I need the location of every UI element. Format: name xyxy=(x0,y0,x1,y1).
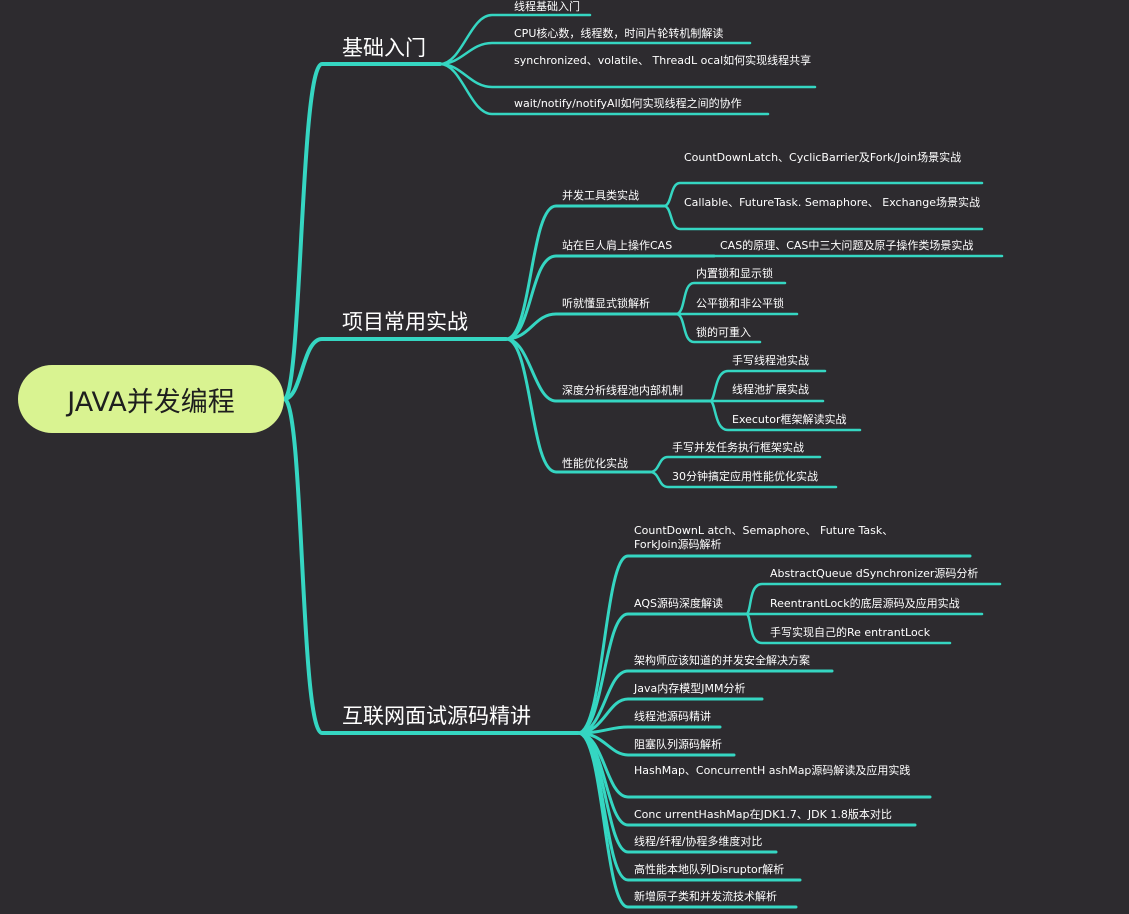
connector-b2-sub-2 xyxy=(504,254,716,341)
connector-aqs-leaf-3 xyxy=(744,612,952,645)
b2-4-leaf-1[interactable]: 手写线程池实战 xyxy=(732,354,809,367)
connector-root-b2 xyxy=(282,337,508,401)
connector-root-b3 xyxy=(282,397,580,735)
connector-b2-3-leaf-3 xyxy=(674,312,762,344)
b1-item-2[interactable]: CPU核心数，线程数，时间片轮转机制解读 xyxy=(514,27,724,40)
connector-b3-item-2 xyxy=(576,612,748,735)
b3-item-4[interactable]: Java内存模型JMM分析 xyxy=(634,682,746,695)
b2-2-leaf-1[interactable]: CAS的原理、CAS中三大问题及原子操作类场景实战 xyxy=(720,239,974,252)
b2-sub-4-label[interactable]: 深度分析线程池内部机制 xyxy=(562,384,683,397)
b2-5-leaf-2[interactable]: 30分钟搞定应用性能优化实战 xyxy=(672,470,818,483)
branch-projects-label[interactable]: 项目常用实战 xyxy=(342,310,468,334)
branch-interview-label[interactable]: 互联网面试源码精讲 xyxy=(342,704,531,728)
root-node[interactable]: JAVA并发编程 xyxy=(18,365,284,433)
connector-b3-item-1 xyxy=(576,554,972,735)
connector-b2-4-leaf-3 xyxy=(708,399,862,432)
b2-sub-5-label[interactable]: 性能优化实战 xyxy=(562,457,628,470)
connector-b2-sub-3 xyxy=(504,312,678,341)
connector-b2-5-leaf-2 xyxy=(648,470,838,489)
b3-item-2[interactable]: AQS源码深度解读 xyxy=(634,597,723,610)
b2-sub-2-label[interactable]: 站在巨人肩上操作CAS xyxy=(562,239,673,252)
b3-item-9[interactable]: 线程/纤程/协程多维度对比 xyxy=(634,835,763,848)
branch-basics-label[interactable]: 基础入门 xyxy=(342,36,426,60)
b2-1-leaf-1[interactable]: CountDownLatch、CyclicBarrier及Fork/Join场景… xyxy=(684,151,962,164)
b2-3-leaf-3[interactable]: 锁的可重入 xyxy=(696,326,751,339)
b1-item-1[interactable]: 线程基础入门 xyxy=(514,0,580,13)
connector-b2-sub-1 xyxy=(504,204,666,341)
b3-item-11[interactable]: 新增原子类和并发流技术解析 xyxy=(634,890,777,903)
b2-3-leaf-1[interactable]: 内置锁和显示锁 xyxy=(696,267,773,280)
aqs-leaf-2[interactable]: ReentrantLock的底层源码及应用实战 xyxy=(770,597,960,610)
root-label: JAVA并发编程 xyxy=(67,386,235,418)
b2-4-leaf-2[interactable]: 线程池扩展实战 xyxy=(732,383,809,396)
connector-b1-item-2 xyxy=(438,41,752,66)
b2-1-leaf-2[interactable]: Callable、FutureTask. Semaphore、 Exchange… xyxy=(684,196,981,209)
b2-sub-1-label[interactable]: 并发工具类实战 xyxy=(562,189,639,202)
b2-3-leaf-2[interactable]: 公平锁和非公平锁 xyxy=(696,297,784,310)
b3-item-5[interactable]: 线程池源码精讲 xyxy=(634,710,711,723)
b3-item-1[interactable]: CountDownL atch、Semaphore、 Future Task、F… xyxy=(634,524,894,552)
connector-b3-item-11 xyxy=(576,731,798,909)
b3-item-3[interactable]: 架构师应该知道的并发安全解决方案 xyxy=(634,654,810,667)
connector-b1-item-4 xyxy=(438,62,770,116)
connector-b2-sub-5 xyxy=(504,337,652,474)
b3-item-7[interactable]: HashMap、ConcurrentH ashMap源码解读及应用实践 xyxy=(634,764,911,777)
b2-sub-3-label[interactable]: 听就懂显式锁解析 xyxy=(562,297,650,310)
b3-item-6[interactable]: 阻塞队列源码解析 xyxy=(634,738,722,751)
b1-item-3[interactable]: synchronized、volatile、 ThreadL ocal如何实现线… xyxy=(514,54,812,67)
connector-b2-1-leaf-1 xyxy=(662,181,984,208)
b3-item-8[interactable]: Conc urrentHashMap在JDK1.7、JDK 1.8版本对比 xyxy=(634,808,892,821)
b1-item-4[interactable]: wait/notify/notifyAll如何实现线程之间的协作 xyxy=(514,97,742,110)
b2-5-leaf-1[interactable]: 手写并发任务执行框架实战 xyxy=(672,441,804,454)
aqs-leaf-3[interactable]: 手写实现自己的Re entrantLock xyxy=(770,626,931,639)
b3-item-10[interactable]: 高性能本地队列Disruptor解析 xyxy=(634,863,785,876)
b2-4-leaf-3[interactable]: Executor框架解读实战 xyxy=(732,413,847,426)
aqs-leaf-1[interactable]: AbstractQueue dSynchronizer源码分析 xyxy=(770,567,979,580)
connector-root-b1 xyxy=(282,62,442,401)
connector-b3-item-5 xyxy=(576,725,722,735)
connector-b2-1-leaf-2 xyxy=(662,204,984,231)
